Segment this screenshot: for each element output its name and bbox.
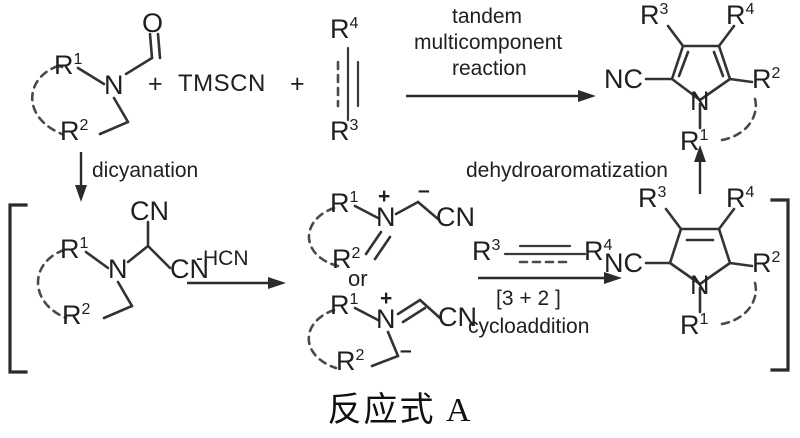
- ylide-structure-b: [307, 298, 442, 370]
- ylide-a-nitrogen-label: N: [376, 202, 396, 232]
- alkyne-r4-label: R4: [330, 14, 359, 44]
- tandem-reaction-arrow: [406, 90, 596, 102]
- tandem-line2-label: multicomponent: [414, 31, 563, 54]
- cycloaddition-label: cycloaddition: [468, 315, 590, 338]
- figure-caption: 反应式 A: [327, 392, 473, 429]
- tandem-line1-label: tandem: [452, 5, 523, 28]
- ylide-a-minus-charge: –: [418, 179, 430, 202]
- ylide-a-r2-label: R2: [332, 244, 361, 274]
- dihydropyrrole-structure: [644, 207, 758, 326]
- pyrroline-nitrile-label: NC: [604, 248, 643, 278]
- ylide-b-cn-label: CN: [438, 302, 477, 332]
- pyrroline-r1-label: R1: [680, 310, 709, 340]
- product-r3-label: R3: [640, 0, 669, 30]
- amide-nitrogen-label: N: [104, 70, 124, 100]
- or-separator-label: or: [348, 266, 368, 291]
- ylide-b-nitrogen-label: N: [376, 304, 396, 334]
- cycloaddition-r3-label: R3: [472, 236, 501, 266]
- ylide-b-r2-label: R2: [336, 346, 365, 376]
- dicyano-cn-bottom-label: CN: [170, 254, 209, 284]
- pyrroline-r3-label: R3: [638, 183, 667, 213]
- amide-r1-label: R1: [54, 50, 83, 80]
- hcn-loss-label: -HCN: [196, 247, 249, 270]
- dicyano-r1-label: R1: [60, 234, 89, 264]
- amide-r2-label: R2: [60, 116, 89, 146]
- ylide-b-r1-label: R1: [330, 290, 359, 320]
- left-bracket: [8, 203, 28, 374]
- dicyano-intermediate-structure: [36, 220, 172, 320]
- right-bracket: [770, 198, 790, 372]
- dicyanation-label: dicyanation: [92, 159, 199, 182]
- amide-oxygen-label: O: [142, 8, 164, 38]
- plus-sign-1: +: [148, 70, 163, 98]
- ylide-a-r1-label: R1: [330, 188, 359, 218]
- cycloaddition-r4-label: R4: [584, 236, 613, 266]
- pyrroline-r4-label: R4: [726, 183, 755, 213]
- product-r2-label: R2: [752, 64, 781, 94]
- product-nitrile-label: NC: [604, 64, 643, 94]
- cycloaddition-notation-label: [3 + 2 ]: [496, 287, 561, 310]
- dicyanation-arrow: [75, 152, 87, 202]
- product-r1-label: R1: [680, 126, 709, 156]
- ylide-b-plus-charge: +: [380, 287, 393, 310]
- amide-structure: [31, 32, 162, 136]
- ylide-structure-a: [307, 200, 440, 268]
- dicyano-nitrogen-label: N: [108, 254, 128, 284]
- dicyano-r2-label: R2: [62, 300, 91, 330]
- tmscn-label: TMSCN: [178, 70, 266, 97]
- tandem-line3-label: reaction: [452, 57, 527, 80]
- pyrrole-product-structure: [644, 24, 758, 142]
- ylide-a-plus-charge: +: [378, 185, 391, 208]
- ylide-b-minus-charge: –: [400, 339, 412, 362]
- ylide-a-cn-label: CN: [436, 202, 475, 232]
- pyrroline-nitrogen-label: N: [690, 270, 710, 300]
- product-nitrogen-label: N: [690, 86, 710, 116]
- alkyne-r3-label: R3: [330, 116, 359, 146]
- product-r4-label: R4: [726, 0, 755, 30]
- plus-sign-2: +: [290, 70, 305, 98]
- dehydroaromatization-label: dehydroaromatization: [466, 159, 668, 182]
- alkyne-structure: [336, 46, 360, 122]
- pyrroline-r2-label: R2: [752, 248, 781, 278]
- dicyano-cn-top-label: CN: [130, 196, 169, 226]
